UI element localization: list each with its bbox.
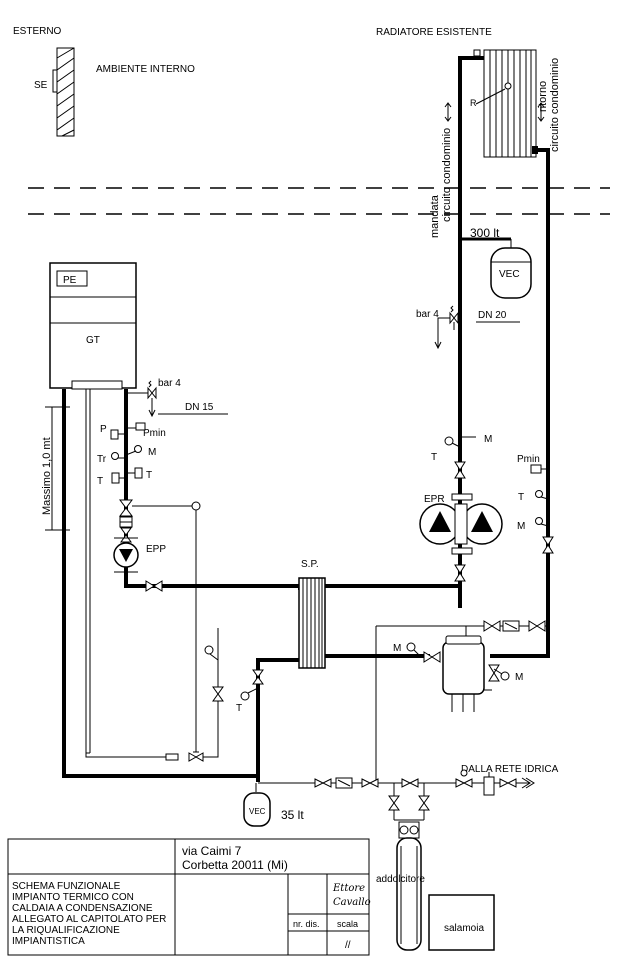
valve-return [145, 580, 163, 592]
label-nr-dis: nr. dis. [293, 919, 320, 929]
label-vec-small: VEC [249, 807, 266, 816]
title-block [7, 838, 370, 956]
dimension-massimo [45, 406, 70, 531]
label-mandata-group: mandata circuito condominio [429, 128, 453, 238]
description-line-3: CALDAIA A CONDENSAZIONE [12, 903, 153, 914]
pump-epp [113, 537, 139, 573]
lower-valves [165, 628, 264, 762]
label-vec-300-tank: VEC [499, 269, 520, 280]
description-line-2: IMPIANTO TERMICO CON [12, 892, 134, 903]
radiator [483, 49, 537, 158]
label-sp: S.P. [301, 559, 319, 570]
left-instruments [110, 422, 201, 753]
label-t-right: T [518, 492, 524, 503]
label-vec-35: 35 lt [281, 808, 304, 822]
label-m-boiler-right: M [515, 672, 523, 683]
pump-epr [419, 493, 503, 555]
plate-heat-exchanger [298, 577, 326, 669]
label-t-left2: T [97, 476, 103, 487]
label-pmin-right: Pmin [517, 454, 540, 465]
label-epr: EPR [424, 494, 445, 505]
svg-text:mandata: mandata [429, 194, 441, 238]
description-line-1: SCHEMA FUNZIONALE [12, 881, 121, 892]
expansion-vessel-35 [243, 783, 271, 827]
description-line-4: ALLEGATO AL CAPITOLATO PER [12, 914, 166, 925]
building-boundary-dashes [28, 187, 610, 215]
description-line-5: LA RIQUALIFICAZIONE [12, 925, 120, 936]
svg-text:Massimo 1,0 mt: Massimo 1,0 mt [41, 437, 53, 515]
label-esterno: ESTERNO [13, 26, 62, 37]
exterior-wall [52, 47, 75, 137]
label-m-right: M [517, 521, 525, 532]
valves-epr [444, 436, 476, 582]
label-m-boiler-left: M [393, 643, 401, 654]
label-r: R [470, 98, 477, 108]
label-radiatore-esistente: RADIATORE ESISTENTE [376, 27, 492, 38]
label-tr: Tr [97, 454, 107, 465]
scala-value: // [345, 940, 351, 951]
svg-text:circuito condominio: circuito condominio [549, 58, 561, 152]
flow-arrows-mandata [444, 102, 452, 122]
signature-line-1: Ettore [332, 883, 365, 894]
safety-valve-left [126, 380, 228, 418]
label-ambiente-interno: AMBIENTE INTERNO [96, 64, 195, 75]
svg-text:circuito condominio: circuito condominio [441, 128, 453, 222]
water-softener [396, 821, 422, 951]
boiler-gt [49, 262, 137, 390]
label-t-epr: T [431, 452, 437, 463]
svg-text:ritorno: ritorno [537, 81, 549, 112]
label-dn15: DN 15 [185, 402, 214, 413]
label-epp: EPP [146, 544, 166, 555]
description-line-6: IMPIANTISTICA [12, 936, 85, 947]
label-gt: GT [86, 335, 100, 346]
address-line-1: via Caimi 7 [182, 844, 242, 858]
label-t-left1: T [146, 470, 152, 481]
label-m-epr: M [484, 434, 492, 445]
label-m-left: M [148, 447, 156, 458]
label-pe: PE [63, 275, 77, 286]
right-instruments [530, 365, 554, 554]
flow-arrows-ritorno [537, 102, 545, 122]
safety-valve-top [434, 305, 520, 350]
label-massimo-group: Massimo 1,0 mt [41, 437, 53, 515]
label-t-lower: T [236, 703, 242, 714]
brine-tank [428, 894, 495, 951]
signature-line-2: Cavallo [333, 897, 371, 908]
label-dn20: DN 20 [478, 310, 507, 321]
label-pmin-left: Pmin [143, 428, 166, 439]
expansion-vessel-300 [490, 239, 532, 299]
dhw-circuit [375, 620, 548, 783]
label-p: P [100, 424, 107, 435]
label-scala: scala [337, 919, 358, 929]
address-line-2: Corbetta 20011 (Mi) [182, 858, 288, 872]
label-salamoia: salamoia [444, 923, 484, 934]
label-addolcitore: addolcitore [376, 874, 425, 885]
label-dalla-rete: DALLA RETE IDRICA [461, 764, 559, 775]
mains-water-line [258, 769, 535, 821]
label-se: SE [34, 80, 48, 91]
label-bar4-top: bar 4 [416, 309, 439, 320]
label-bar4-left: bar 4 [158, 378, 181, 389]
label-vec-300: 300 lt [470, 226, 500, 240]
